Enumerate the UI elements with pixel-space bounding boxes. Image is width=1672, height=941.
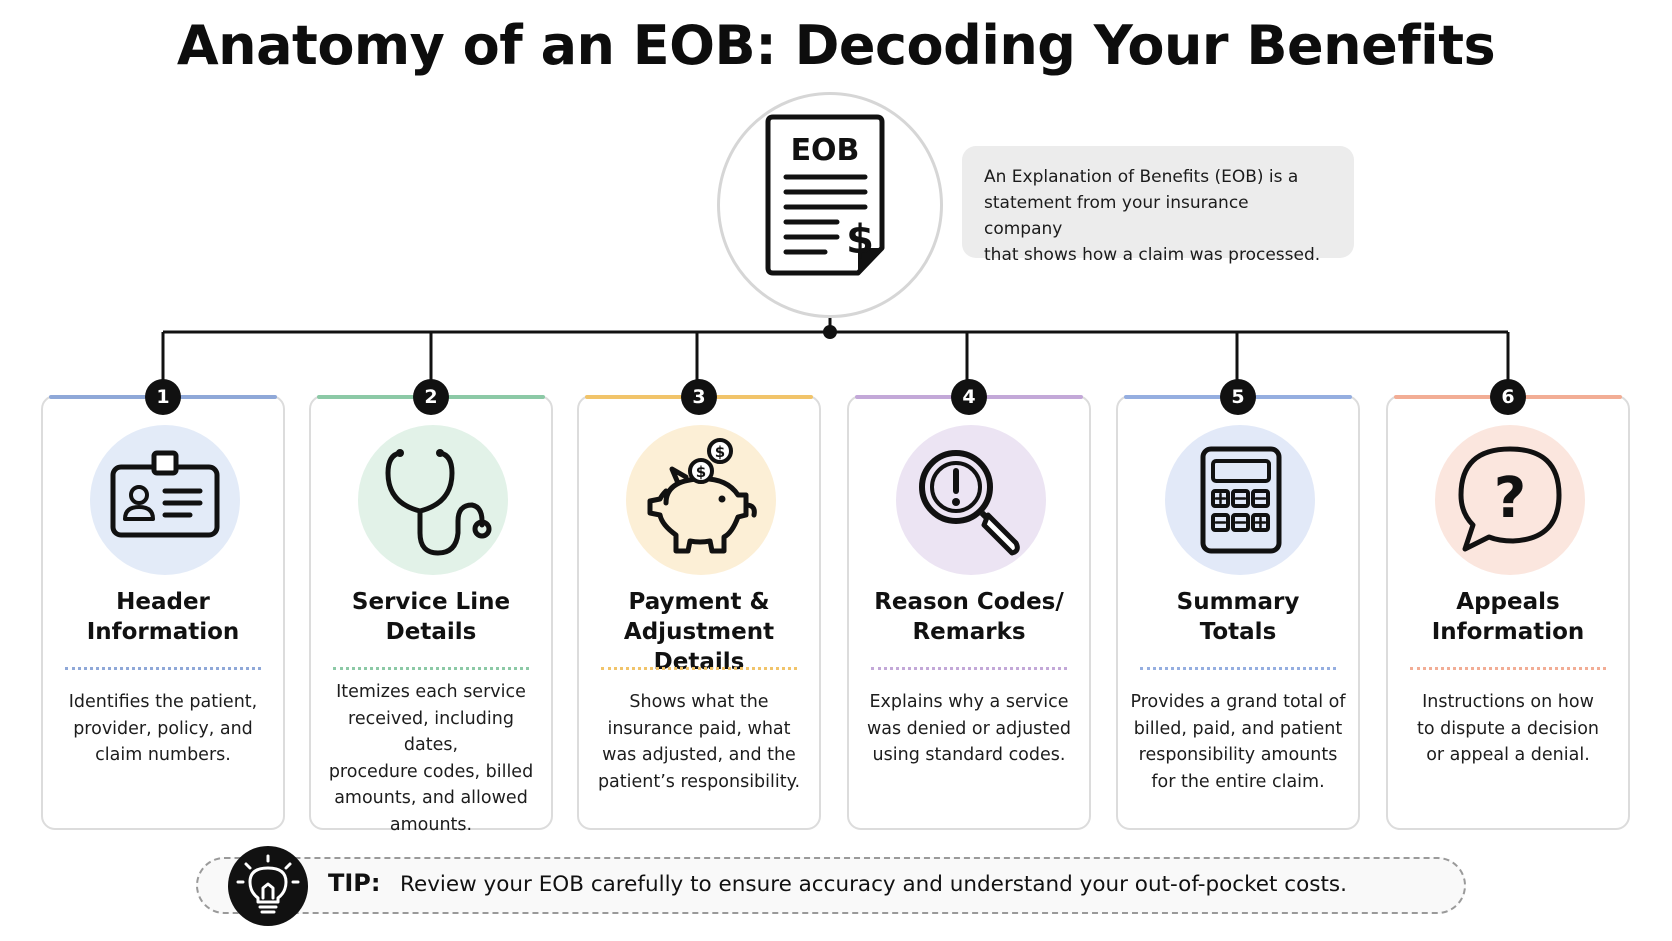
section-title-line: Information xyxy=(86,619,240,645)
description-line: procedure codes, billed xyxy=(328,761,534,782)
description-line: to dispute a decision xyxy=(1416,718,1600,739)
tip-banner xyxy=(196,857,1466,914)
calculator-icon xyxy=(1165,425,1315,575)
eob-doc-label: EOB xyxy=(791,133,860,168)
svg-text:?: ? xyxy=(1494,466,1526,531)
description-line: was denied or adjusted xyxy=(866,718,1072,739)
description-line: Instructions on how xyxy=(1422,692,1594,712)
section-card-header-information: 1 Header Information Identifies the pati… xyxy=(41,379,285,830)
svg-text:$: $ xyxy=(696,463,706,481)
section-title-line: Summary xyxy=(1176,589,1300,615)
intro-line: that shows how a claim was processed. xyxy=(984,245,1321,265)
piggy-bank-icon: $ $ xyxy=(626,425,776,575)
dotted-divider xyxy=(65,667,261,670)
section-title: Header Information xyxy=(43,587,283,647)
section-description: Itemizes each service received, includin… xyxy=(321,679,541,838)
section-title-line: Remarks xyxy=(912,619,1026,645)
description-line: billed, paid, and patient xyxy=(1133,718,1343,739)
description-line: using standard codes. xyxy=(872,745,1066,765)
section-card-reason-codes-remarks: 4 Reason Codes/ Remarks Explains why a s… xyxy=(847,379,1091,830)
step-number: 3 xyxy=(681,379,717,415)
section-title: Summary Totals xyxy=(1118,587,1358,647)
section-title-line: Details xyxy=(385,619,477,645)
section-title-line: Header xyxy=(116,589,210,615)
description-line: provider, policy, and xyxy=(73,718,253,739)
section-title: Appeals Information xyxy=(1388,587,1628,647)
description-line: insurance paid, what xyxy=(607,718,791,739)
intro-line: statement from your insurance company xyxy=(984,193,1249,239)
step-number: 2 xyxy=(413,379,449,415)
section-title-line: Service Line xyxy=(351,589,511,615)
section-title: Payment & Adjustment Details xyxy=(579,587,819,677)
step-number: 1 xyxy=(145,379,181,415)
dotted-divider xyxy=(601,667,797,670)
section-description: Identifies the patient, provider, policy… xyxy=(53,689,273,769)
description-line: patient’s responsibility. xyxy=(597,771,801,792)
section-card-appeals-information: 6 ? Appeals Information Instructions on … xyxy=(1386,379,1630,830)
page-title: Anatomy of an EOB: Decoding Your Benefit… xyxy=(176,14,1496,77)
intro-callout: An Explanation of Benefits (EOB) is a st… xyxy=(962,146,1354,265)
tip-label: TIP: xyxy=(328,869,381,897)
step-number: 5 xyxy=(1220,379,1256,415)
step-number: 6 xyxy=(1490,379,1526,415)
tip-text: Review your EOB carefully to ensure accu… xyxy=(400,872,1347,897)
section-title-line: Payment & xyxy=(628,589,770,615)
magnifier-alert-icon xyxy=(896,425,1046,575)
section-title-line: Totals xyxy=(1199,619,1277,645)
id-badge-icon xyxy=(90,425,240,575)
section-description: Instructions on how to dispute a decisio… xyxy=(1398,689,1618,769)
description-line: or appeal a denial. xyxy=(1426,745,1590,765)
description-line: amounts, and allowed xyxy=(334,788,528,808)
section-title-line: Adjustment Details xyxy=(623,619,775,675)
description-line: amounts. xyxy=(389,814,473,835)
dotted-divider xyxy=(871,667,1067,670)
dotted-divider xyxy=(1140,667,1336,670)
description-line: claim numbers. xyxy=(95,745,231,765)
description-line: received, including dates, xyxy=(348,708,514,756)
dotted-divider xyxy=(333,667,529,670)
section-title-line: Information xyxy=(1431,619,1585,645)
section-title-line: Reason Codes/ xyxy=(874,589,1064,615)
section-title-line: Appeals xyxy=(1456,589,1560,615)
description-line: Identifies the patient, xyxy=(68,692,258,712)
section-card-service-line-details: 2 Service Line Details Itemizes each ser… xyxy=(309,379,553,835)
stethoscope-icon xyxy=(358,425,508,575)
intro-line: An Explanation of Benefits (EOB) is a xyxy=(984,167,1299,187)
description-line: Provides a grand total of xyxy=(1130,692,1346,712)
description-line: responsibility amounts xyxy=(1138,745,1338,765)
section-description: Provides a grand total of billed, paid, … xyxy=(1128,689,1348,795)
section-title: Reason Codes/ Remarks xyxy=(849,587,1089,647)
description-line: Itemizes each service xyxy=(336,682,526,702)
description-line: Explains why a service xyxy=(869,692,1069,712)
lightbulb-icon xyxy=(228,846,308,926)
section-description: Explains why a service was denied or adj… xyxy=(859,689,1079,769)
section-title: Service Line Details xyxy=(311,587,551,647)
step-number: 4 xyxy=(951,379,987,415)
dollar-sign-icon: $ xyxy=(846,217,874,263)
description-line: was adjusted, and the xyxy=(602,745,796,765)
dotted-divider xyxy=(1410,667,1606,670)
question-bubble-icon: ? xyxy=(1435,425,1585,575)
section-card-summary-totals: 5 Summary Totals xyxy=(1116,379,1360,830)
section-card-payment-adjustment-details: 3 $ $ Payment & Adjustment Details Shows… xyxy=(577,379,821,830)
svg-text:$: $ xyxy=(715,443,725,461)
eob-document-icon: EOB $ xyxy=(717,92,943,318)
section-description: Shows what the insurance paid, what was … xyxy=(589,689,809,795)
description-line: for the entire claim. xyxy=(1151,771,1325,792)
description-line: Shows what the xyxy=(629,692,769,712)
